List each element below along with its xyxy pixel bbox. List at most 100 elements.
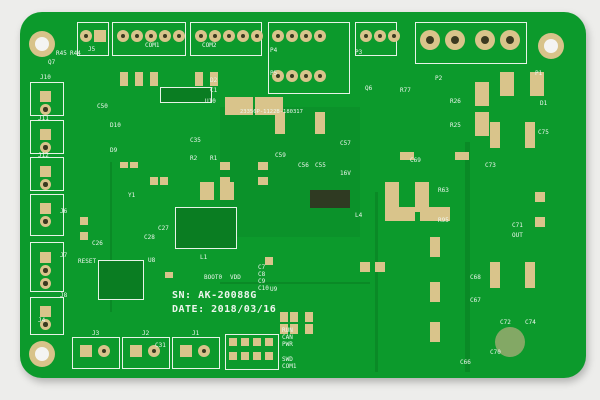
mounting-hole [29, 31, 55, 57]
silk-label-p2: P2 [435, 75, 443, 82]
silk-label-y1: Y1 [128, 192, 136, 199]
silk-label-c31: C31 [155, 342, 166, 349]
mcu-u8 [98, 260, 144, 300]
copper-pour [220, 107, 360, 237]
silk-label-d1: D1 [540, 100, 548, 107]
silk-label-r63: R63 [438, 187, 449, 194]
connector-j5-outline [77, 22, 109, 56]
silk-label-c66: C66 [460, 359, 471, 366]
silk-label-c50: C50 [97, 103, 108, 110]
silk-label-u10: U10 [205, 98, 216, 105]
connector-j2 [122, 337, 170, 369]
smd-pad [280, 324, 288, 334]
pin-pad [237, 30, 249, 42]
silk-label-j10: J10 [40, 74, 51, 81]
pin-pad [314, 30, 326, 42]
pin-pad [131, 30, 143, 42]
pin-pad [130, 345, 142, 357]
silk-label-q6: Q6 [365, 85, 373, 92]
silk-label-swd: SWD [282, 356, 293, 363]
smd-pad [455, 152, 469, 160]
pin-pad [300, 70, 312, 82]
pin-pad [40, 142, 51, 153]
smd-pad [220, 182, 234, 200]
silk-label-r26: R26 [450, 98, 461, 105]
ic-u10 [160, 87, 212, 103]
silk-label-r25: R25 [450, 122, 461, 129]
silk-label-c56: C56 [298, 162, 309, 169]
smd-pad [385, 207, 415, 221]
pin-pad [40, 306, 51, 317]
smd-pad [430, 322, 440, 342]
serial-number: SN: AK-20088G [172, 290, 257, 301]
smd-pad [430, 282, 440, 302]
pin-pad [40, 91, 51, 102]
pin-pad [40, 216, 51, 227]
silk-label-u8: U8 [148, 257, 156, 264]
connector-j11 [30, 120, 64, 154]
pin-pad [253, 338, 261, 346]
smd-pad [305, 312, 313, 322]
silk-label-r44: R44 [70, 50, 81, 57]
smd-pad [280, 312, 288, 322]
pin-pad [209, 30, 221, 42]
pin-pad [198, 345, 210, 357]
silk-label-r95: R95 [438, 217, 449, 224]
smd-pad [150, 72, 158, 86]
pin-pad [272, 30, 284, 42]
smd-pad [315, 112, 325, 134]
pin-pad [265, 338, 273, 346]
trace [375, 192, 378, 372]
silk-label-c28: C28 [144, 234, 155, 241]
silk-label-c67: C67 [470, 297, 481, 304]
mounting-hole [29, 341, 55, 367]
smd-pad [220, 162, 230, 170]
silk-label-c7: C7 [258, 264, 266, 271]
silk-label-p3: P3 [355, 49, 363, 56]
pin-pad [374, 30, 386, 42]
trace [220, 282, 370, 284]
silk-label-j12: J12 [38, 152, 49, 159]
smd-pad [400, 152, 414, 160]
pin-pad [241, 352, 249, 360]
silk-label-c55: C55 [315, 162, 326, 169]
trace [465, 142, 470, 372]
pin-pad [300, 30, 312, 42]
smd-pad [475, 82, 489, 106]
silk-label-c1: C1 [210, 87, 218, 94]
pin-pad [40, 278, 51, 289]
smd-pad [265, 257, 273, 265]
pin-pad [253, 352, 261, 360]
pin-pad [94, 30, 106, 42]
smd-pad [535, 192, 545, 202]
smd-pad [475, 112, 489, 136]
smd-pad [160, 177, 168, 185]
connector-swd [225, 334, 279, 370]
silk-label-d10: D10 [110, 122, 121, 129]
silk-label-c10: C10 [258, 285, 269, 292]
smd-pad [375, 262, 385, 272]
silk-label-com1b: COM1 [282, 363, 297, 370]
pin-pad [180, 345, 192, 357]
silk-label-d2: D2 [210, 77, 218, 84]
pin-pad [40, 104, 51, 115]
silk-label-c69: C69 [410, 157, 421, 164]
silk-label-pwr: PWR [282, 341, 293, 348]
silk-label-c75: C75 [538, 129, 549, 136]
silk-label-j7: J7 [60, 252, 68, 259]
silk-label-c74: C74 [525, 319, 536, 326]
pin-pad [40, 265, 51, 276]
connector-p4-p5 [268, 22, 350, 94]
smd-pad [150, 177, 158, 185]
connector-j12 [30, 157, 64, 191]
pin-pad [286, 70, 298, 82]
smd-pad [80, 232, 88, 240]
smd-pad [200, 182, 214, 200]
pin-pad [360, 30, 372, 42]
pin-pad [195, 30, 207, 42]
pcb-board: SN: AK-20088G DATE: 2018/03/16 23356P-11… [20, 12, 586, 378]
smd-pad [415, 182, 429, 212]
trace [110, 162, 112, 312]
silk-label-r45: R45 [56, 50, 67, 57]
silk-label-com2: COM2 [202, 42, 217, 49]
